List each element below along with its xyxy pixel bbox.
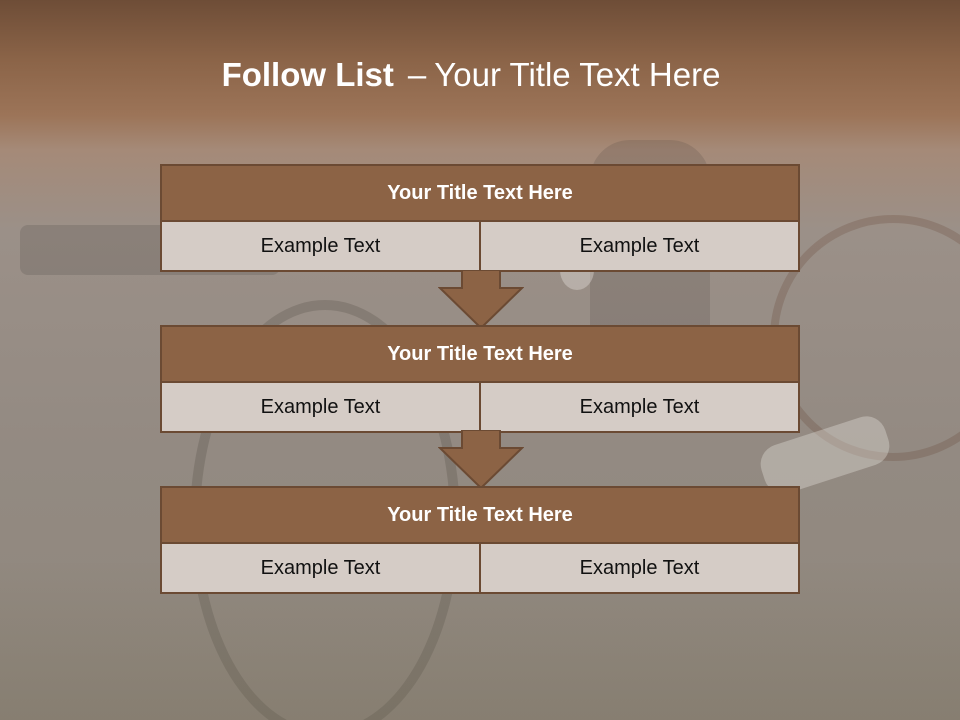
down-arrow-icon — [438, 430, 524, 490]
step-box-2: Your Title Text Here Example Text Exampl… — [160, 325, 800, 433]
step-row-2: Example Text Example Text — [160, 383, 800, 433]
step-box-1: Your Title Text Here Example Text Exampl… — [160, 164, 800, 272]
slide-title: Follow List–Your Title Text Here — [0, 56, 942, 94]
step-title-1: Your Title Text Here — [160, 164, 800, 222]
step-1-right-text: Example Text — [479, 222, 800, 272]
down-arrow-icon — [438, 270, 524, 330]
step-1-left-text: Example Text — [160, 222, 481, 272]
slide-title-rest: Your Title Text Here — [434, 56, 721, 93]
step-2-left-text: Example Text — [160, 383, 481, 433]
step-title-2: Your Title Text Here — [160, 325, 800, 383]
step-row-1: Example Text Example Text — [160, 222, 800, 272]
step-2-right-text: Example Text — [479, 383, 800, 433]
step-box-3: Your Title Text Here Example Text Exampl… — [160, 486, 800, 594]
step-3-left-text: Example Text — [160, 544, 481, 594]
step-title-3: Your Title Text Here — [160, 486, 800, 544]
slide-title-dash: – — [407, 56, 427, 93]
slide-title-bold: Follow List — [221, 56, 394, 93]
step-row-3: Example Text Example Text — [160, 544, 800, 594]
step-3-right-text: Example Text — [479, 544, 800, 594]
